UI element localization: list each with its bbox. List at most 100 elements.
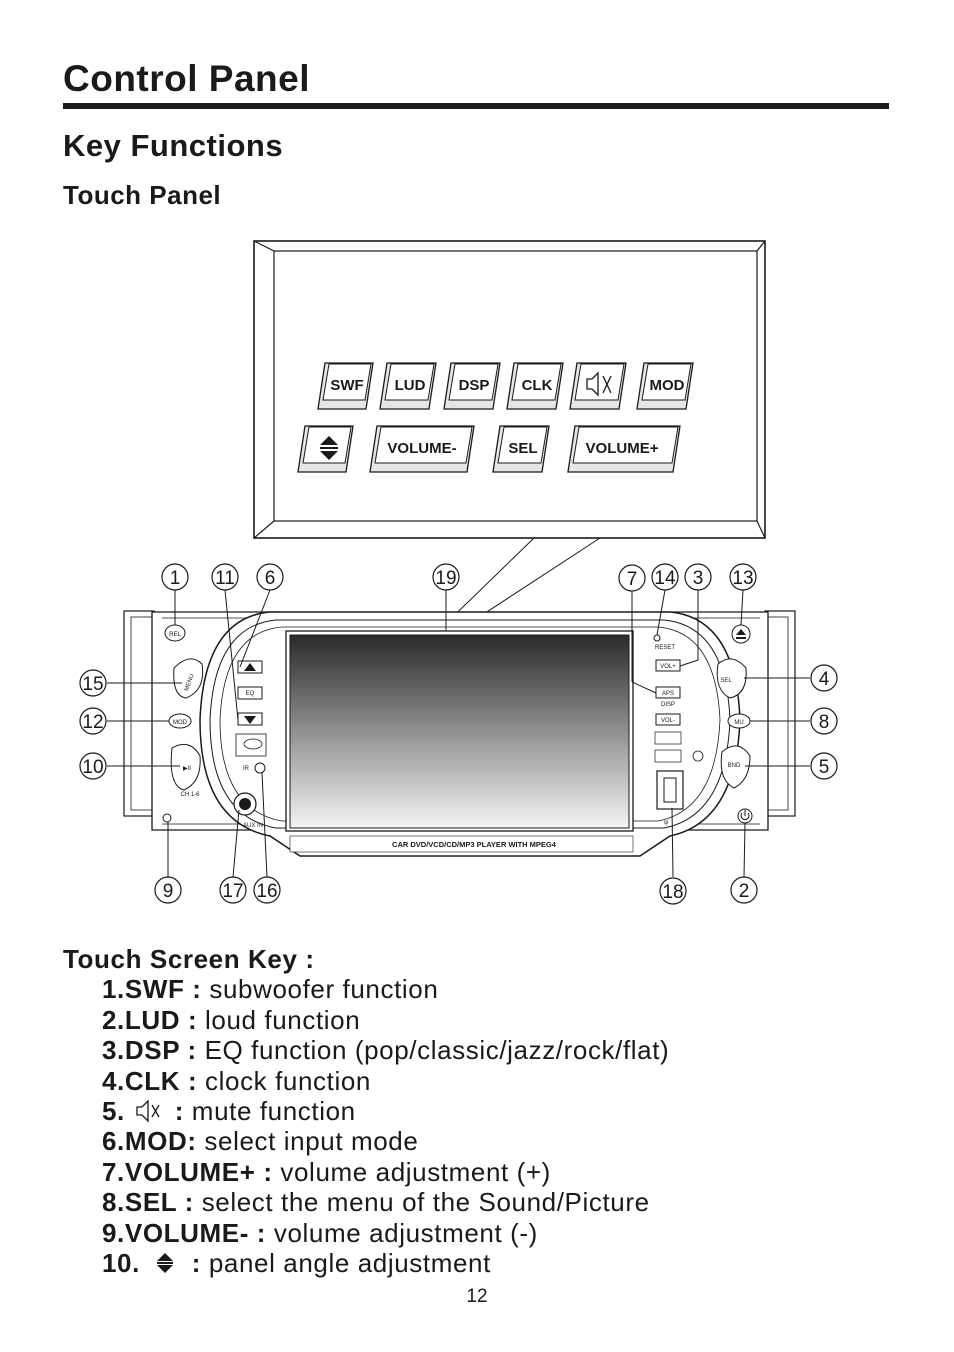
- callout-11: 11: [211, 563, 239, 591]
- svg-text:MOD: MOD: [173, 720, 188, 726]
- svg-text:15: 15: [82, 674, 103, 695]
- head-unit: CAR DVD/VCD/CD/MP3 PLAYER WITH MPEG4 REL…: [123, 610, 796, 857]
- reset-left-dot: [162, 813, 172, 823]
- list-item: 7.VOLUME+ : volume adjustment (+): [102, 1156, 551, 1187]
- eq-button[interactable]: EQ: [237, 686, 263, 700]
- button-swf-label: SWF: [330, 377, 363, 394]
- mod-button[interactable]: MOD: [168, 713, 192, 729]
- callout-19: 19: [432, 563, 460, 591]
- ir-sensor: IR: [243, 762, 266, 774]
- up-button[interactable]: [237, 660, 263, 674]
- list-item: 5. : mute function: [102, 1096, 356, 1127]
- menu-knob[interactable]: MENU: [173, 658, 204, 699]
- button-angle[interactable]: [297, 425, 354, 473]
- callout-7: 7: [618, 564, 646, 592]
- disc-logos-right: [654, 731, 704, 763]
- down-button[interactable]: [237, 712, 263, 726]
- button-lud[interactable]: LUD: [379, 362, 437, 410]
- callout-8: 8: [810, 707, 838, 735]
- button-mod[interactable]: MOD: [636, 362, 694, 410]
- svg-text:18: 18: [662, 882, 683, 903]
- disc-logo: [235, 733, 267, 757]
- button-volume-down-label: VOLUME-: [387, 440, 456, 457]
- button-volume-up[interactable]: VOLUME+: [567, 425, 681, 473]
- callout-1: 1: [161, 563, 189, 591]
- svg-text:SEL: SEL: [720, 678, 732, 684]
- up-down-arrow-icon: [320, 436, 338, 460]
- svg-text:10: 10: [82, 757, 103, 778]
- svg-text:AUX IN: AUX IN: [243, 823, 263, 829]
- svg-text:BND: BND: [728, 763, 741, 769]
- mu-button[interactable]: MU: [727, 713, 751, 729]
- svg-text:EQ: EQ: [246, 691, 255, 697]
- sel-knob[interactable]: SEL: [716, 658, 747, 699]
- vol-up-button[interactable]: VOL+: [655, 659, 681, 672]
- list-item: 1.SWF : subwoofer function: [102, 974, 439, 1005]
- power-button[interactable]: [737, 808, 753, 824]
- list-item: 2.LUD : loud function: [102, 1004, 361, 1035]
- callout-13: 13: [729, 563, 757, 591]
- svg-text:3: 3: [693, 568, 704, 589]
- svg-text:6: 6: [265, 568, 276, 589]
- svg-text:MU: MU: [734, 720, 743, 726]
- rel-button[interactable]: REL: [164, 624, 186, 642]
- callout-9: 9: [154, 876, 182, 904]
- callout-5: 5: [810, 752, 838, 780]
- callout-14: 14: [651, 563, 679, 591]
- button-volume-down[interactable]: VOLUME-: [369, 425, 475, 473]
- button-clk[interactable]: CLK: [506, 362, 564, 410]
- svg-text:VOL+: VOL+: [660, 664, 676, 670]
- svg-text:CH 1-6: CH 1-6: [180, 792, 200, 798]
- callout-17: 17: [219, 876, 247, 904]
- svg-text:▶II: ▶II: [183, 766, 191, 772]
- mute-icon: [136, 1099, 160, 1123]
- svg-text:APS: APS: [662, 691, 674, 697]
- svg-text:12: 12: [82, 712, 103, 733]
- svg-text:DISP: DISP: [661, 702, 675, 708]
- callout-10: 10: [79, 752, 107, 780]
- svg-text:19: 19: [435, 568, 456, 589]
- leader-lines: [107, 589, 810, 878]
- eject-button[interactable]: [731, 624, 751, 644]
- button-volume-up-label: VOLUME+: [586, 440, 659, 457]
- button-dsp[interactable]: DSP: [443, 362, 501, 410]
- vol-down-button[interactable]: VOL-: [655, 713, 681, 726]
- callout-12: 12: [79, 707, 107, 735]
- svg-text:REL: REL: [169, 632, 181, 638]
- title-rule: [63, 103, 889, 109]
- svg-text:9: 9: [163, 881, 174, 902]
- touch-screen-key-list: Touch Screen Key : 1.SWF : subwoofer fun…: [63, 944, 669, 1278]
- button-mute[interactable]: [569, 362, 627, 410]
- button-swf[interactable]: SWF: [317, 362, 374, 410]
- button-sel[interactable]: SEL: [492, 425, 550, 473]
- svg-text:5: 5: [819, 757, 830, 778]
- svg-text:7: 7: [627, 569, 638, 590]
- list-item: 3.DSP : EQ function (pop/classic/jazz/ro…: [102, 1035, 670, 1066]
- svg-text:8: 8: [819, 712, 830, 733]
- callout-2: 2: [730, 876, 758, 904]
- ch-rocker[interactable]: ▶II CH 1-6: [170, 743, 201, 798]
- button-dsp-label: DSP: [459, 377, 490, 394]
- svg-text:IR: IR: [243, 766, 250, 772]
- svg-text:13: 13: [732, 568, 753, 589]
- aux-in-jack[interactable]: AUX IN: [233, 792, 263, 829]
- svg-text:17: 17: [222, 881, 243, 902]
- usb-port[interactable]: ψ: [656, 770, 684, 826]
- svg-text:14: 14: [654, 568, 676, 589]
- page-title: Control Panel: [63, 58, 311, 99]
- button-mod-label: MOD: [650, 377, 685, 394]
- bnd-rocker[interactable]: BND: [720, 745, 751, 789]
- callout-15: 15: [79, 669, 107, 697]
- page-number: 12: [466, 1286, 488, 1307]
- device-caption: CAR DVD/VCD/CD/MP3 PLAYER WITH MPEG4: [392, 840, 557, 849]
- key-list-heading: Touch Screen Key :: [63, 944, 315, 974]
- svg-text:16: 16: [256, 881, 277, 902]
- callout-18: 18: [659, 877, 687, 905]
- button-sel-label: SEL: [508, 440, 537, 457]
- callout-3: 3: [684, 563, 712, 591]
- up-down-arrow-icon: [156, 1253, 173, 1274]
- subsection-title: Touch Panel: [63, 180, 222, 210]
- callout-16: 16: [253, 876, 281, 904]
- list-item: 6.MOD: select input mode: [102, 1126, 419, 1157]
